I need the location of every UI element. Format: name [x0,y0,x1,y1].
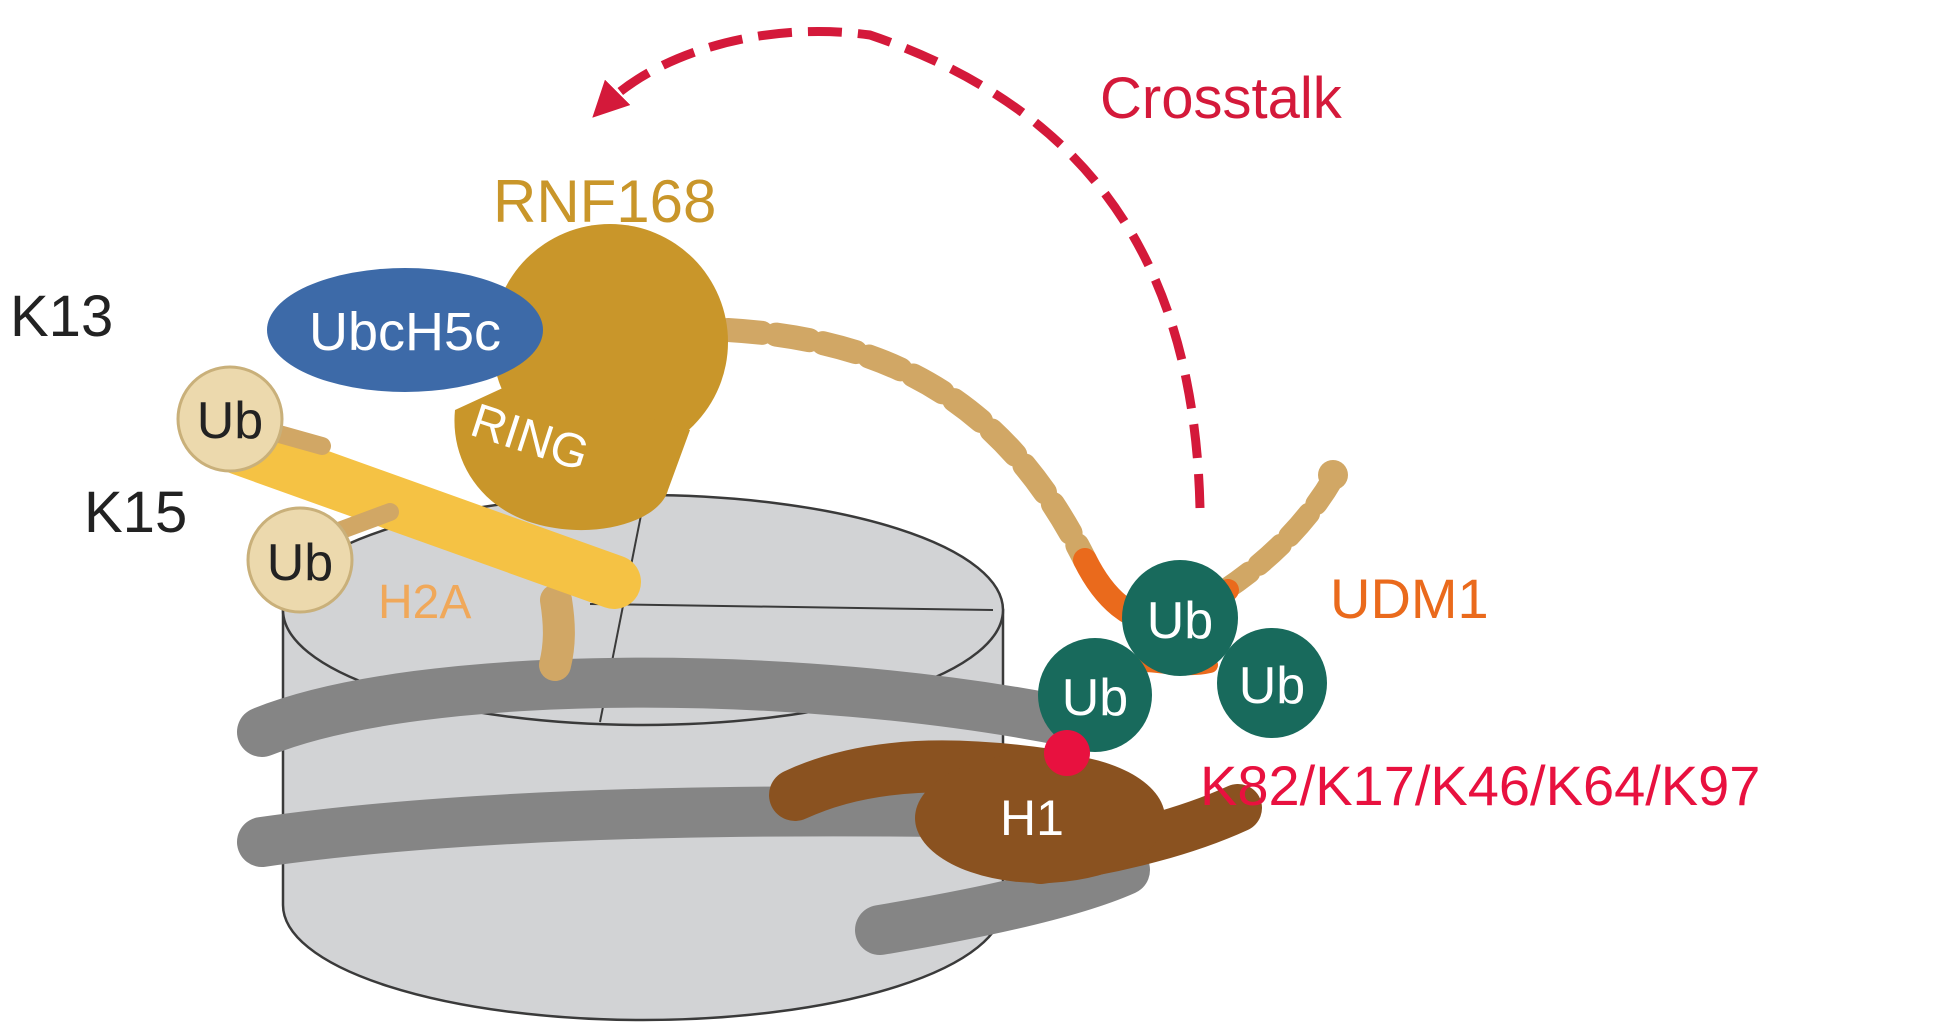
k13-label: K13 [10,284,113,349]
ub-k15-circle [246,506,354,614]
ub-top-circle [1122,560,1238,676]
h2a-label: H2A [378,576,471,629]
rnf168-label: RNF168 [493,168,716,235]
ub-top-label: Ub [1147,592,1213,650]
h1-label: H1 [1000,790,1064,846]
ub-k13-label: Ub [197,392,263,450]
ub-left-label: Ub [1062,669,1128,727]
ubch5c-protein [267,268,543,392]
crosstalk-arrow [592,27,1205,509]
ub-left-circle [1038,638,1152,752]
h1-ubiquitination-site [1044,730,1090,776]
ub-right-label: Ub [1239,657,1305,715]
k15-label: K15 [84,480,187,545]
udm1-label: UDM1 [1330,567,1489,630]
ub-right-circle [1217,628,1327,738]
ubch5c-label: UbcH5c [309,302,501,362]
rnf168-protein [454,224,728,531]
ub-k15-label: Ub [267,534,333,592]
crosstalk-label: Crosstalk [1100,66,1343,131]
rnf168-linker [716,318,1348,601]
h1-histone [769,740,1262,884]
h1-sites-label: K82/K17/K46/K64/K97 [1200,754,1760,817]
ub-k13-circle [176,365,284,473]
